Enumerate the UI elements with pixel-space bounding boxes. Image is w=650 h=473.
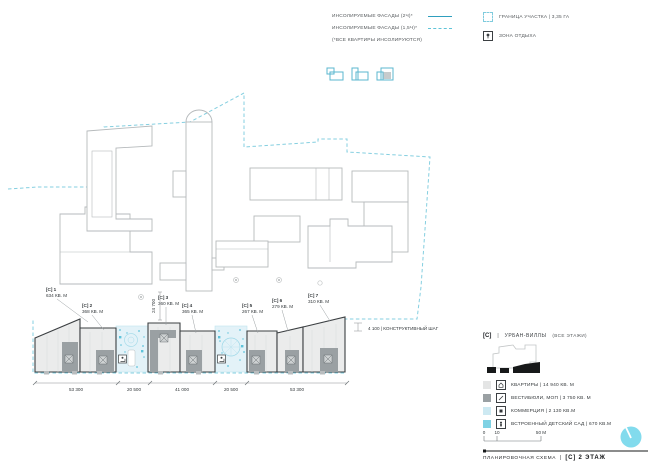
svg-text:[C] 6: [C] 6 <box>272 298 283 303</box>
footer-rule <box>483 449 648 453</box>
svg-text:0: 0 <box>483 430 486 435</box>
vertical-dimension: 24 700 <box>151 291 162 321</box>
commerce-icon <box>496 406 506 416</box>
kindergarten-label: ВСТРОЕННЫЙ ДЕТСКИЙ САД | 670 КВ.М <box>511 421 612 427</box>
svg-text:368 КВ. М: 368 КВ. М <box>82 309 103 314</box>
footer-title-block: ПЛАНИРОВОЧНАЯ СХЕМА | [C] 2 ЭТАЖ <box>483 455 606 461</box>
svg-text:[C] 5: [C] 5 <box>242 303 253 308</box>
footer-separator: | <box>560 455 562 461</box>
svg-text:[C] 4: [C] 4 <box>182 303 193 308</box>
lobby-swatch <box>483 394 491 402</box>
scheme-title: ПЛАНИРОВОЧНАЯ СХЕМА <box>483 456 557 461</box>
recreation-zone-icon <box>483 31 493 41</box>
commerce-label: КОММЕРЦИЯ | 2 130 КВ.М <box>511 408 576 414</box>
svg-text:360 КВ. М: 360 КВ. М <box>158 301 179 306</box>
insolated-facades-2h-label: ИНСОЛИРУЕМЫЕ ФАСАДЫ (2Ч)* <box>332 14 413 19</box>
plan-variant-icon-3 <box>376 67 394 81</box>
courtyard-speckles <box>119 329 245 368</box>
svg-text:[C] 3: [C] 3 <box>158 295 169 300</box>
plan-variant-icons <box>326 66 394 81</box>
kindergarten-icon <box>496 419 506 429</box>
villas-separator: | <box>497 333 499 339</box>
floor-tag: [C] 2 ЭТАЖ <box>565 455 606 461</box>
legend-row-lobby: ВЕСТИБЮЛИ, МОП | 3 750 КВ. М <box>483 393 611 403</box>
plan-variant-icon-1 <box>326 67 344 81</box>
svg-text:[C] 7: [C] 7 <box>308 293 319 298</box>
lobby-label: ВЕСТИБЮЛИ, МОП | 3 750 КВ. М <box>511 395 591 401</box>
svg-text:279 КВ. М: 279 КВ. М <box>272 304 293 309</box>
legend-row-recreation: ЗОНА ОТДЫХА <box>483 31 643 41</box>
legend-row-dashed: ИНСОЛИРУЕМЫЕ ФАСАДЫ (1,5Ч)* <box>332 26 452 31</box>
villas-key-diagram <box>487 344 540 373</box>
dashed-line-sample-icon <box>428 28 452 29</box>
svg-text:50 М: 50 М <box>536 430 546 435</box>
svg-text:41 000: 41 000 <box>175 387 189 392</box>
svg-text:53 300: 53 300 <box>69 387 83 392</box>
svg-text:24 700: 24 700 <box>151 299 156 313</box>
villas-tag: [C] <box>483 333 492 339</box>
plan-variant-icon-2 <box>351 67 369 81</box>
legend-row-solid: ИНСОЛИРУЕМЫЕ ФАСАДЫ (2Ч)* <box>332 14 452 19</box>
unit-label-leaders <box>56 298 331 334</box>
site-boundary-label: ГРАНИЦА УЧАСТКА | 3,35 ГА <box>499 14 570 20</box>
scale-bar: 0 10 50 М <box>483 430 546 442</box>
svg-text:10: 10 <box>494 430 500 435</box>
svg-text:4 100 | КОНСТРУКТИВНЫЙ ШАГ: 4 100 | КОНСТРУКТИВНЫЙ ШАГ <box>368 324 439 331</box>
recreation-zone-marker-icons <box>118 354 226 364</box>
north-compass-icon <box>620 426 642 448</box>
svg-text:20 500: 20 500 <box>224 387 238 392</box>
villas-legend-header: [C] | УРБАН-ВИЛЛЫ (ВСЕ ЭТАЖИ) <box>483 333 587 339</box>
commerce-swatch <box>483 407 491 415</box>
tree-icons <box>138 277 323 300</box>
elevator-icons <box>64 333 333 365</box>
legend-row-apartments: КВАРТИРЫ | 14 940 КВ. М <box>483 380 611 390</box>
apartments-icon <box>496 380 506 390</box>
svg-text:[C] 2: [C] 2 <box>82 303 93 308</box>
svg-text:267 КВ. М: 267 КВ. М <box>242 309 263 314</box>
svg-text:20 500: 20 500 <box>127 387 141 392</box>
apartments-label: КВАРТИРЫ | 14 940 КВ. М <box>511 382 575 388</box>
solid-line-sample-icon <box>428 16 452 17</box>
villas-title: УРБАН-ВИЛЛЫ <box>504 333 547 339</box>
villas-title-note: (ВСЕ ЭТАЖИ) <box>552 333 587 338</box>
svg-text:[C] 1: [C] 1 <box>46 287 57 292</box>
insolation-legend: ИНСОЛИРУЕМЫЕ ФАСАДЫ (2Ч)* ИНСОЛИРУЕМЫЕ Ф… <box>332 14 452 50</box>
site-legend: ГРАНИЦА УЧАСТКА | 3,35 ГА ЗОНА ОТДЫХА <box>483 12 643 50</box>
apartments-swatch <box>483 381 491 389</box>
dimension-chain: 53 300 20 500 41 000 20 500 53 300 <box>32 380 350 392</box>
recreation-zone-label: ЗОНА ОТДЫХА <box>499 33 537 39</box>
villas-legend-items: КВАРТИРЫ | 14 940 КВ. М ВЕСТИБЮЛИ, МОП |… <box>483 380 612 433</box>
svg-text:365 КВ. М: 365 КВ. М <box>182 309 203 314</box>
legend-note-row: (*ВСЕ КВАРТИРЫ ИНСОЛИРУЮТСЯ) <box>332 38 452 43</box>
site-boundary-icon <box>483 12 493 22</box>
entry-stubs <box>44 371 325 375</box>
svg-text:310 КВ. М: 310 КВ. М <box>308 299 329 304</box>
legend-row-commerce: КОММЕРЦИЯ | 2 130 КВ.М <box>483 406 611 416</box>
legend-row-kindergarten: ВСТРОЕННЫЙ ДЕТСКИЙ САД | 670 КВ.М <box>483 419 612 429</box>
site-plan-buildings <box>59 109 409 292</box>
kindergarten-swatch <box>483 420 491 428</box>
insolated-facades-1-5h-label: ИНСОЛИРУЕМЫЕ ФАСАДЫ (1,5Ч)* <box>332 26 418 31</box>
insolation-note: (*ВСЕ КВАРТИРЫ ИНСОЛИРУЮТСЯ) <box>332 38 422 43</box>
courtyard-zones <box>115 325 248 373</box>
svg-text:634 КВ. М: 634 КВ. М <box>46 293 67 298</box>
lobby-icon <box>496 393 506 403</box>
legend-row-boundary: ГРАНИЦА УЧАСТКА | 3,35 ГА <box>483 12 643 22</box>
svg-text:53 300: 53 300 <box>290 387 304 392</box>
structural-step-note: 4 100 | КОНСТРУКТИВНЫЙ ШАГ <box>354 322 439 332</box>
